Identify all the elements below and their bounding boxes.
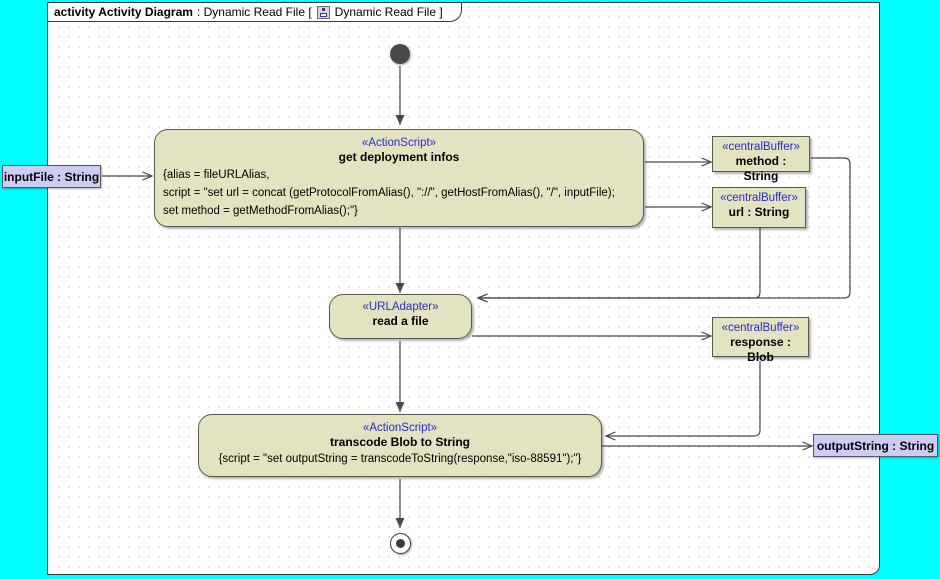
stereotype-centralbuffer: «centralBuffer» [721,322,800,334]
initial-node[interactable] [390,44,410,64]
node-name: method : String [735,154,787,183]
action-transcode-blob-to-string[interactable]: «ActionScript» transcode Blob to String … [198,414,602,477]
pin-input-file[interactable]: inputFile : String [2,165,101,188]
central-buffer-method[interactable]: «centralBuffer» method : String [712,136,810,183]
node-name: get deployment infos [338,150,460,164]
node-name: response : Blob [730,335,791,364]
node-body-line-1: {script = "set outputString = transcodeT… [218,453,582,465]
pin-label: inputFile : String [3,169,100,184]
node-body-line-2: script = "set url = concat (getProtocolF… [163,187,615,199]
activity-diagram-frame [47,2,880,575]
stereotype-centralbuffer: «centralBuffer» [720,192,798,204]
final-node-inner-dot [395,538,405,548]
frame-name: : Dynamic Read File [ [196,5,312,19]
frame-title-tab[interactable]: activity Activity Diagram: Dynamic Read … [47,2,462,22]
stereotype-centralbuffer: «centralBuffer» [722,141,800,153]
node-name: url : String [728,205,790,219]
stereotype-urladapter: «URLAdapter» [362,301,439,313]
stereotype-actionscript: «ActionScript» [362,422,438,434]
node-name: read a file [372,314,429,328]
activity-diagram-icon [316,5,330,19]
node-name: transcode Blob to String [329,435,470,449]
frame-diagram-name: Dynamic Read File ] [334,5,443,19]
node-body-line-1: {alias = fileURLAlias, [163,169,270,181]
activity-final-node[interactable] [390,533,411,554]
dot-grid [49,4,878,573]
action-read-a-file[interactable]: «URLAdapter» read a file [329,294,472,339]
frame-keyword: activity Activity Diagram [54,5,193,19]
action-get-deployment-infos[interactable]: «ActionScript» get deployment infos {ali… [154,129,644,227]
central-buffer-url[interactable]: «centralBuffer» url : String [712,187,806,228]
central-buffer-response[interactable]: «centralBuffer» response : Blob [712,317,809,364]
stereotype-actionscript: «ActionScript» [361,137,437,149]
pin-output-string[interactable]: outputString : String [813,434,938,457]
node-body-line-3: set method = getMethodFromAlias();"} [163,205,358,217]
pin-label: outputString : String [816,438,935,453]
